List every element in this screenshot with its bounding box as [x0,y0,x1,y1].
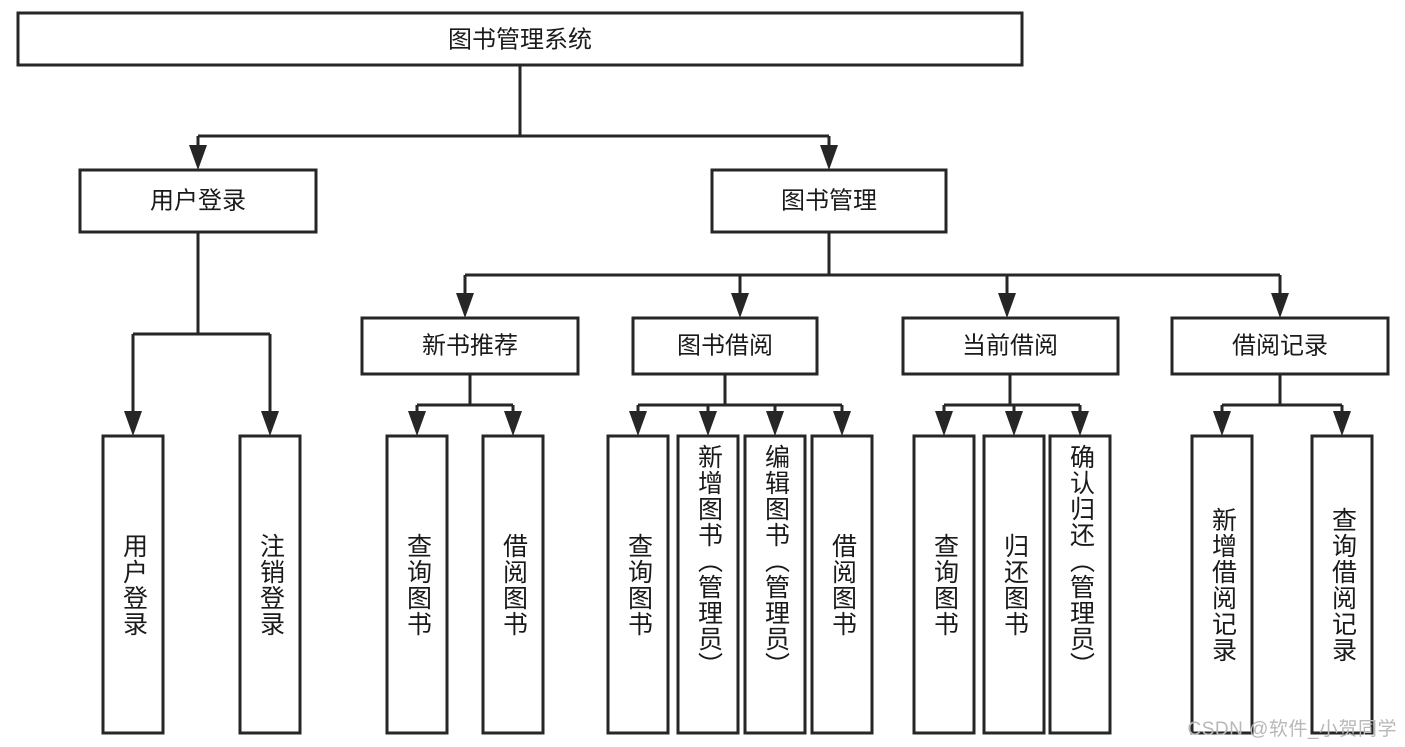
node-leaf-logout-box[interactable] [238,434,302,735]
node-root-label: 图书管理系统 [448,26,592,53]
node-book-management-label: 图书管理 [781,187,877,214]
node-book-borrow-label: 图书借阅 [677,332,773,359]
arrow-head-current-borrow [998,293,1016,318]
node-root-box[interactable] [16,11,1024,67]
node-leaf-borrow-book-box[interactable] [810,434,874,735]
arrow-head-borrow-record [1271,293,1289,318]
node-book-borrow-box[interactable] [631,316,819,376]
csdn-watermark: CSDN @软件_小贺同学 [1187,719,1397,740]
arrow-head-leaf-add-borrow-record [1213,411,1231,436]
node-leaf-add-borrow-record-box[interactable] [1190,434,1254,735]
arrow-head-leaf-user-login [124,411,142,436]
arrow-head-leaf-confirm-return-admin [1071,411,1089,436]
arrow-head-leaf-query-borrow-record [1333,411,1351,436]
node-user-login-label: 用户登录 [150,187,246,214]
node-root[interactable]: 图书管理系统 [16,11,1024,67]
arrow-head-leaf-add-book-admin [699,411,717,436]
node-user-login[interactable]: 用户登录 [78,168,318,234]
node-borrow-record-label: 借阅记录 [1232,332,1328,359]
arrow-head-leaf-borrow-book [833,411,851,436]
node-book-borrow[interactable]: 图书借阅 [631,316,819,376]
arrow-head-book-borrow [731,293,749,318]
node-new-book-recommend-box[interactable] [360,316,580,376]
node-leaf-add-book-admin-box[interactable] [676,434,740,735]
node-borrow-record-box[interactable] [1170,316,1390,376]
arrow-head-leaf-edit-book-admin [766,411,784,436]
node-book-management[interactable]: 图书管理 [710,168,948,234]
node-leaf-query-book-borrow-box[interactable] [606,434,670,735]
node-leaf-confirm-return-admin-box[interactable] [1048,434,1112,735]
node-leaf-return-book-box[interactable] [982,434,1046,735]
node-current-borrow[interactable]: 当前借阅 [901,316,1120,376]
node-current-borrow-box[interactable] [901,316,1120,376]
arrow-head-leaf-borrow-book-recommend [504,411,522,436]
node-leaf-query-borrow-record-box[interactable] [1310,434,1374,735]
node-user-login-box[interactable] [78,168,318,234]
arrow-head-leaf-query-book-borrow [629,411,647,436]
arrow-head-leaf-query-book-current [935,411,953,436]
node-leaf-query-book-current-box[interactable] [912,434,976,735]
node-leaf-edit-book-admin-box[interactable] [743,434,807,735]
node-borrow-record[interactable]: 借阅记录 [1170,316,1390,376]
arrow-head-leaf-return-book [1005,411,1023,436]
node-new-book-recommend-label: 新书推荐 [422,332,518,359]
leaf-box-group [101,434,1374,735]
node-leaf-query-book-recommend-box[interactable] [385,434,449,735]
node-current-borrow-label: 当前借阅 [962,332,1058,359]
connector-group [124,65,1351,436]
node-new-book-recommend[interactable]: 新书推荐 [360,316,580,376]
node-leaf-user-login-box[interactable] [101,434,165,735]
arrow-head-leaf-query-book-recommend [408,411,426,436]
arrow-head-leaf-logout [261,411,279,436]
node-book-management-box[interactable] [710,168,948,234]
node-leaf-borrow-book-recommend-box[interactable] [481,434,545,735]
arrow-head-user-login [189,145,207,170]
arrow-head-book-management [820,145,838,170]
arrow-head-new-book-recommend [456,293,474,318]
